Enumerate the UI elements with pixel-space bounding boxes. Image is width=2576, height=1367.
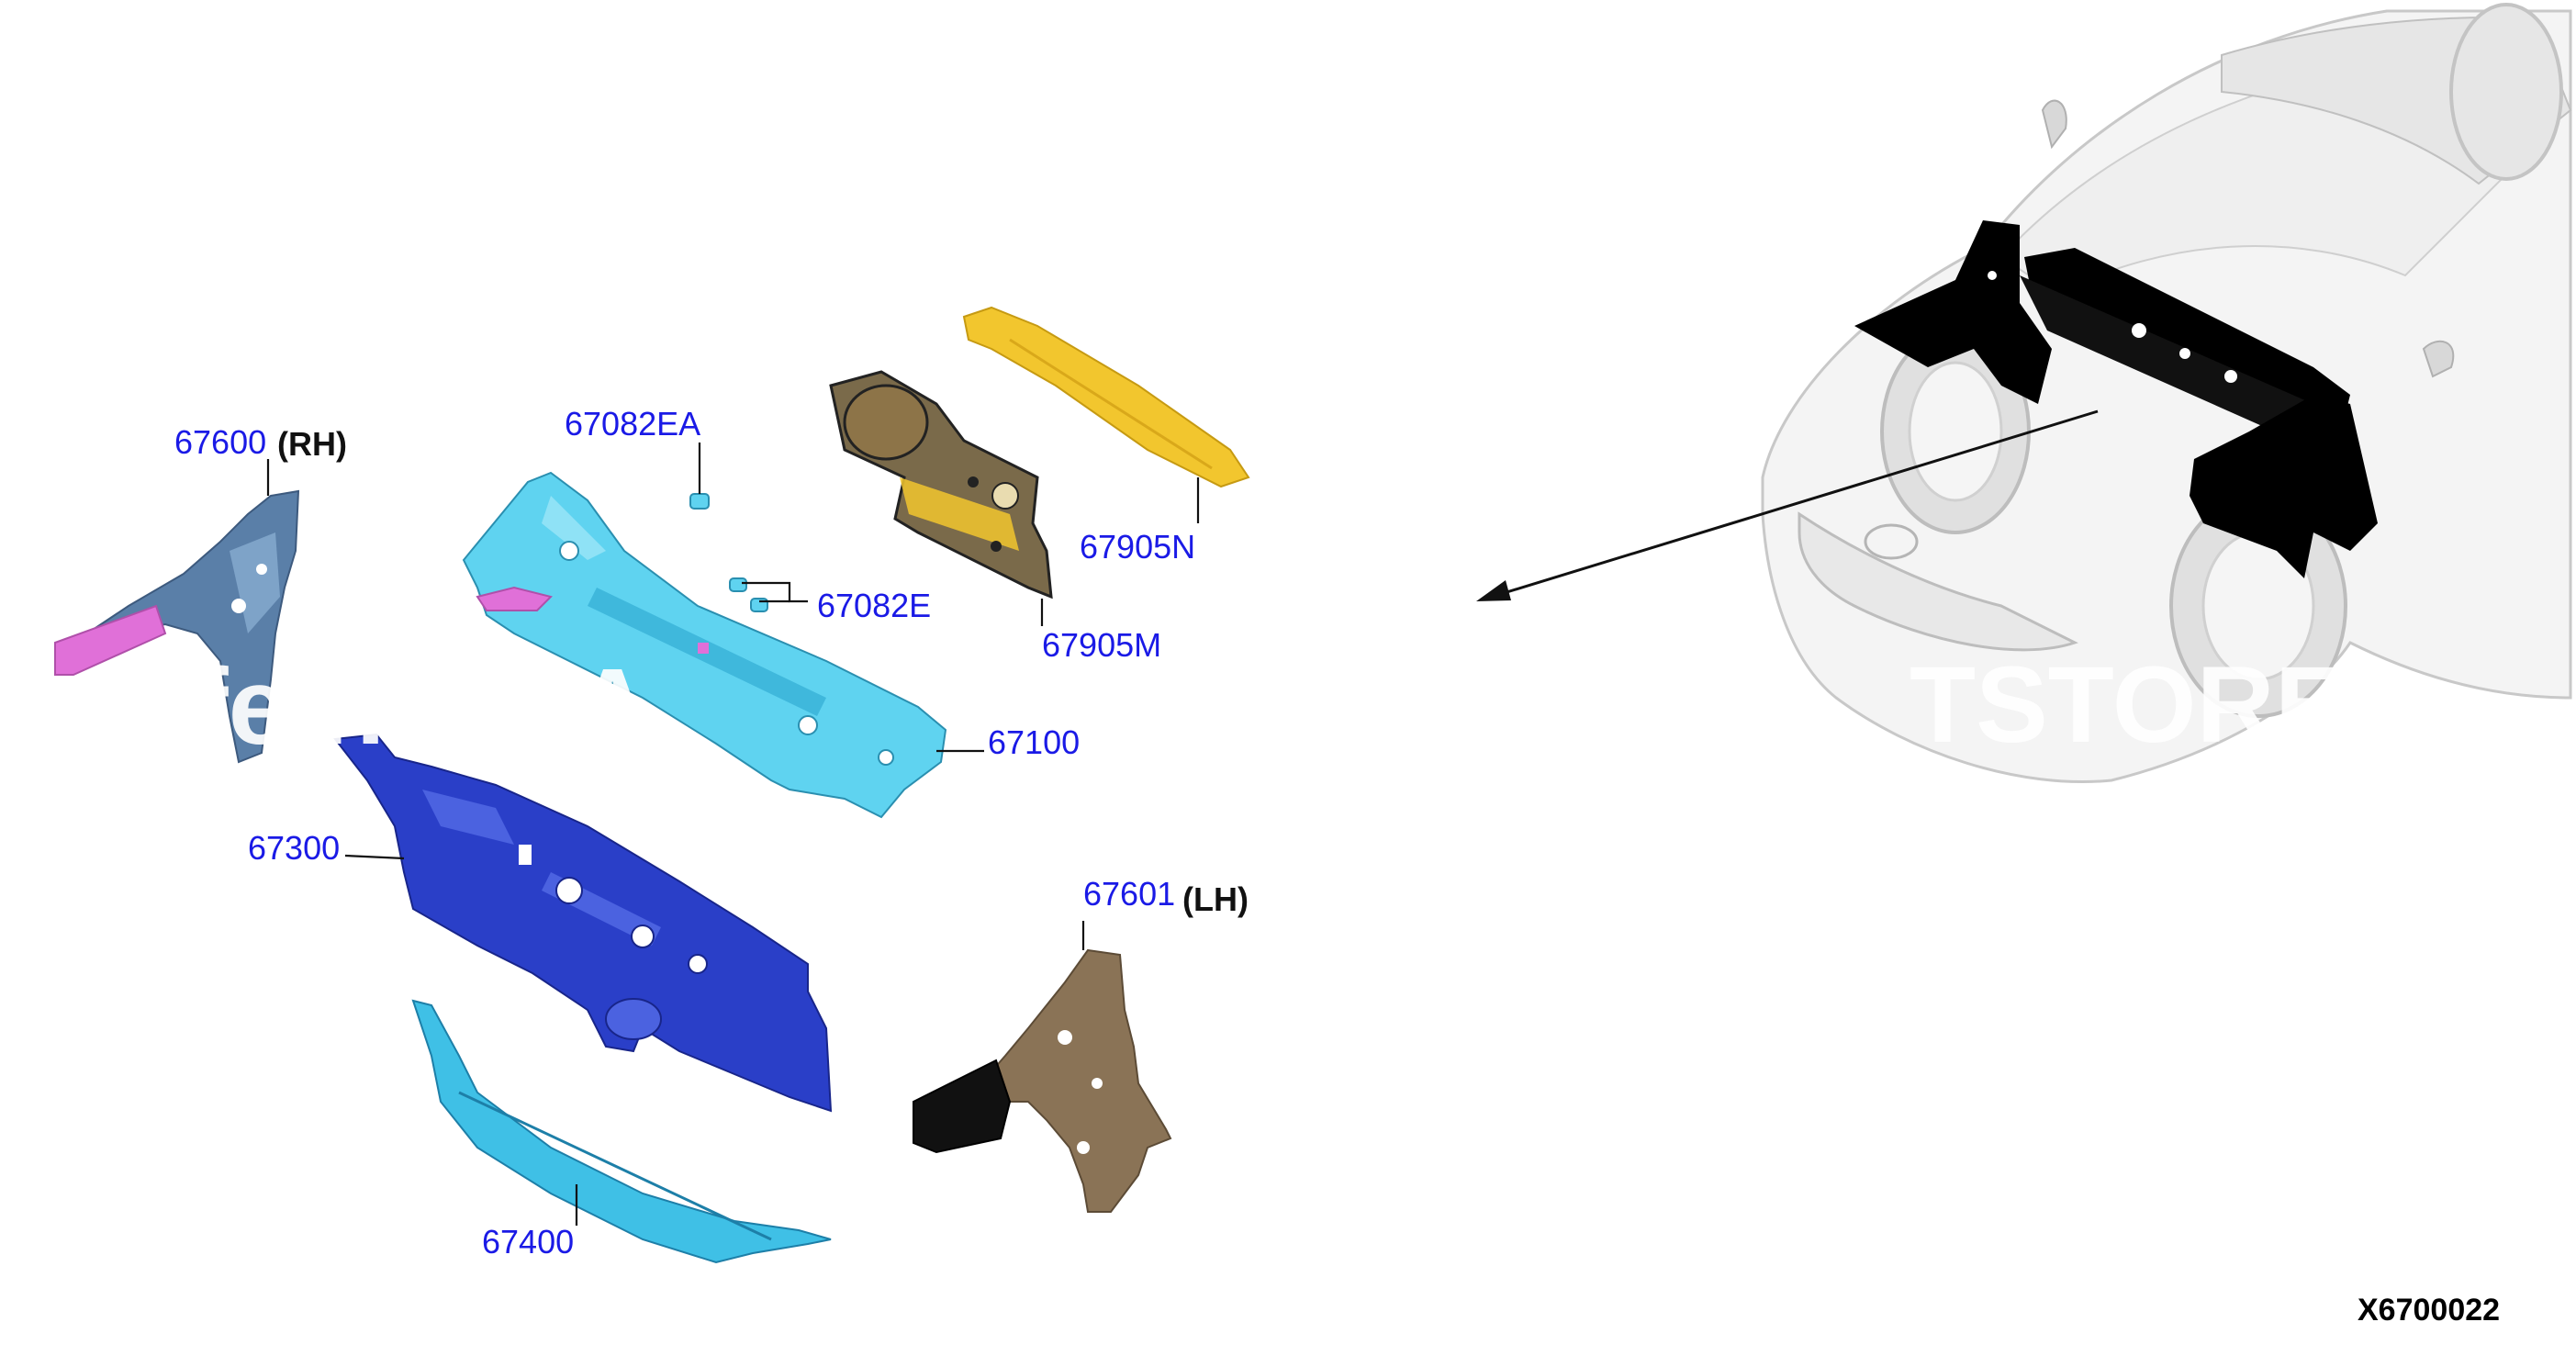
part-labels: 67600 (RH) 67082EA 67082E 67905N 67905M … [174,405,1249,1261]
part-67400-lower-strip [411,999,832,1264]
pointer-arrow [1491,409,2099,599]
front-grille [1798,511,2078,652]
label-67082E[interactable]: 67082E [817,587,931,624]
label-67400[interactable]: 67400 [482,1223,574,1261]
label-67905N[interactable]: 67905N [1080,528,1195,566]
label-67601-side: (LH) [1182,880,1249,918]
watermark: ffe hant A TSTORE [156,644,2346,768]
label-67600-side: (RH) [277,425,347,463]
label-67905M[interactable]: 67905M [1042,626,1161,664]
label-67082EA[interactable]: 67082EA [565,405,700,443]
watermark-right: TSTORE [1910,644,2346,766]
label-67100[interactable]: 67100 [988,723,1080,761]
part-67100-cowl-top [462,471,947,819]
part-67905M-bracket [829,370,1053,599]
highlighted-cowl-assembly [1854,220,2378,578]
rear-wheel [2449,3,2563,181]
car-overview [1476,3,2572,784]
label-67300[interactable]: 67300 [248,829,340,867]
part-67601-lh-panel [913,948,1172,1213]
part-67300-dash-panel [333,733,833,1113]
part-67600-rh-panel [54,489,300,764]
diagram-code: X6700022 [2358,1293,2500,1328]
label-67601[interactable]: 67601 [1083,875,1175,913]
part-67082E-clips [729,577,768,612]
label-67600[interactable]: 67600 [174,423,266,461]
part-67082EA-clip [689,493,710,510]
leader-lines [266,443,1200,1226]
watermark-left: ffe hant A [156,646,652,768]
part-67905N-strip [962,306,1250,488]
